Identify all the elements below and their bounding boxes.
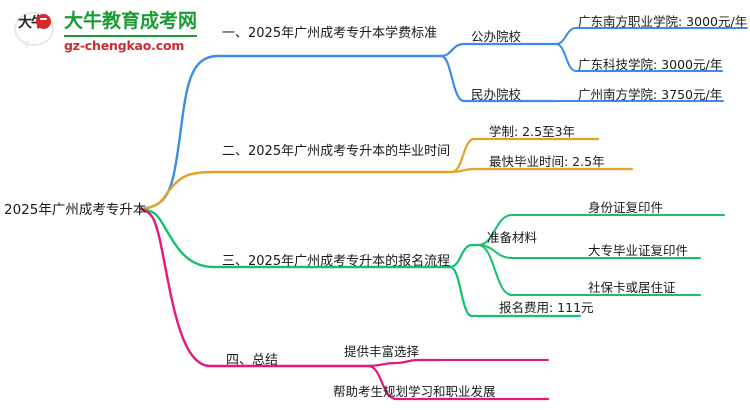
mindmap-leaf-social-card[interactable]: 社保卡或居住证 <box>588 280 676 295</box>
logo-red-dot-icon <box>36 14 51 30</box>
mindmap-leaf-gd-keji[interactable]: 广东科技学院: 3000元/年 <box>578 57 723 72</box>
branch-4-spine <box>139 207 370 368</box>
site-logo: 大牛 大牛教育成考网 gz-chengkao.com <box>14 10 198 53</box>
branch-3-child-2-wire <box>448 265 582 318</box>
mindmap-node-study-duration[interactable]: 学制: 2.5至3年 <box>489 124 576 139</box>
logo-subtitle: gz-chengkao.com <box>64 35 198 53</box>
branch-3-leaf-1-wire <box>477 214 581 246</box>
mindmap-root-node[interactable]: 2025年广州成考专升本 <box>4 202 147 218</box>
branch-1-child-1-wire <box>439 42 558 58</box>
branch-4-child-1-wire <box>366 358 442 368</box>
mindmap-node-public-schools[interactable]: 公办院校 <box>471 29 522 44</box>
mindmap-leaf-gd-nanfang-vocational[interactable]: 广东南方职业学院: 3000元/年 <box>578 14 748 29</box>
branch-1-leaf-2-wire <box>555 43 723 72</box>
mindmap-leaf-diploma-copy[interactable]: 大专毕业证复印件 <box>588 243 689 258</box>
mindmap-node-prepare-materials[interactable]: 准备材料 <box>487 230 538 245</box>
branch-3-child-1-wire <box>448 243 480 269</box>
branch-1-leaf-1-wire <box>555 27 748 45</box>
mindmap-leaf-gz-nanfang[interactable]: 广州南方学院: 3750元/年 <box>578 87 723 102</box>
branch-2-spine <box>139 170 454 211</box>
mindmap-node-fastest-graduation[interactable]: 最快毕业时间: 2.5年 <box>489 154 605 169</box>
branch-1-child-2-wire <box>439 54 558 103</box>
mindmap-node-private-schools[interactable]: 民办院校 <box>471 87 522 102</box>
branch-3-leaf-2-wire <box>477 244 582 259</box>
mindmap-branch-1-label[interactable]: 一、2025年广州成考专升本学费标准 <box>222 26 438 41</box>
branch-2-child-2-wire <box>450 167 634 174</box>
branch-4-child-2-wire <box>366 364 550 401</box>
mindmap-branch-3-label[interactable]: 三、2025年广州成考专升本的报名流程 <box>222 254 451 269</box>
branch-3-spine <box>139 207 452 269</box>
logo-title: 大牛教育成考网 <box>64 10 198 32</box>
branch-3-leaf-3-wire <box>477 244 583 296</box>
mindmap-node-registration-fee[interactable]: 报名费用: 111元 <box>499 300 594 315</box>
mindmap-branch-4-label[interactable]: 四、总结 <box>226 353 279 368</box>
mindmap-branch-2-label[interactable]: 二、2025年广州成考专升本的毕业时间 <box>222 144 451 159</box>
logo-badge-icon: 大牛 <box>14 12 58 52</box>
mindmap-node-rich-choices[interactable]: 提供丰富选择 <box>344 344 420 359</box>
branch-1-spine <box>139 54 443 211</box>
mindmap-node-career-planning[interactable]: 帮助考生规划学习和职业发展 <box>333 384 496 399</box>
mindmap-leaf-id-copy[interactable]: 身份证复印件 <box>588 200 664 215</box>
